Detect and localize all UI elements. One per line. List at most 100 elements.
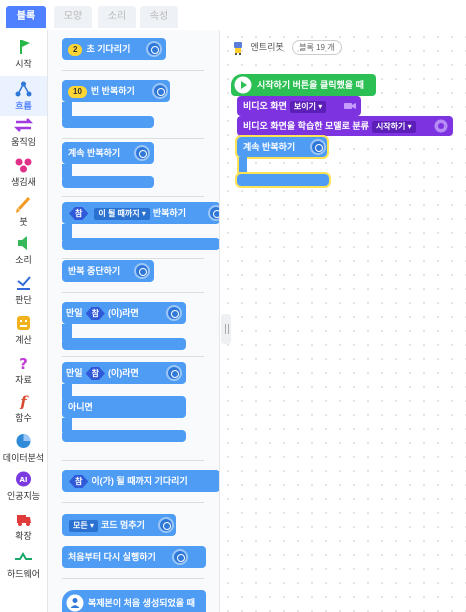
block-label: (이)라면 bbox=[107, 308, 139, 318]
category-extension[interactable]: 확장 bbox=[0, 506, 47, 546]
flow-icon bbox=[166, 365, 182, 381]
block-label: 코드 멈추기 bbox=[100, 520, 145, 530]
flow-icon bbox=[146, 41, 162, 57]
block-arm bbox=[62, 102, 72, 118]
block-arm bbox=[62, 324, 72, 340]
flow-icon bbox=[158, 517, 174, 533]
tab-blocks[interactable]: 블록 bbox=[6, 6, 46, 28]
block-label: 계속 반복하기 bbox=[68, 148, 121, 158]
category-ai[interactable]: AI 인공지능 bbox=[0, 466, 47, 506]
category-label: 흐름 bbox=[15, 101, 32, 111]
block-label: 이(가) 될 때까지 기다리기 bbox=[91, 476, 188, 486]
category-label: 붓 bbox=[19, 217, 28, 227]
else-segment: 아니면 bbox=[62, 396, 186, 418]
divider bbox=[62, 502, 204, 503]
category-label: 인공지능 bbox=[6, 491, 41, 501]
category-label: 데이터분석 bbox=[2, 453, 45, 463]
tab-shapes[interactable]: 모양 bbox=[54, 6, 92, 28]
until-dropdown[interactable]: 이 될 때까지 ▾ bbox=[94, 208, 150, 220]
condition-slot[interactable]: 참 bbox=[69, 207, 88, 220]
flag-icon bbox=[20, 40, 30, 54]
block-label: 비디오 화면을 학습한 모델로 분류 bbox=[243, 121, 369, 131]
forever-block[interactable]: 계속 반복하기 bbox=[62, 142, 154, 164]
flow-icon bbox=[172, 549, 188, 565]
palette-collapse-handle[interactable] bbox=[221, 314, 231, 344]
repeat-count-input[interactable]: 10 bbox=[68, 86, 87, 98]
flow-icon bbox=[208, 205, 219, 221]
clone-start-block[interactable]: 복제본이 처음 생성되었을 때 bbox=[62, 590, 206, 612]
category-brush[interactable]: 붓 bbox=[0, 192, 47, 232]
category-calc[interactable]: 계산 bbox=[0, 310, 47, 350]
tab-properties[interactable]: 속성 bbox=[140, 6, 178, 28]
block-foot bbox=[62, 430, 186, 442]
category-motion[interactable]: 움직임 bbox=[0, 112, 47, 152]
brush-icon bbox=[16, 197, 31, 213]
truck-icon bbox=[17, 515, 31, 526]
category-judgement[interactable]: 판단 bbox=[0, 270, 47, 310]
category-data[interactable]: ? 자료 bbox=[0, 350, 47, 390]
condition-slot[interactable]: 참 bbox=[86, 367, 105, 380]
flow-icon bbox=[134, 145, 150, 161]
divider bbox=[62, 138, 204, 139]
video-visibility-dropdown[interactable]: 보이기 ▾ bbox=[289, 101, 327, 113]
calc-icon bbox=[17, 316, 30, 330]
when-start-clicked-block[interactable]: 시작하기 버튼을 클릭했을 때 bbox=[231, 74, 376, 96]
classify-action-dropdown[interactable]: 시작하기 ▾ bbox=[371, 121, 416, 133]
stop-target-dropdown[interactable]: 모든 ▾ bbox=[69, 520, 98, 532]
category-flow[interactable]: 흐름 bbox=[0, 76, 47, 116]
repeat-until-block[interactable]: 참 이 될 때까지 ▾반복하기 bbox=[62, 202, 219, 224]
question-icon: ? bbox=[19, 355, 28, 371]
block-label: 아니면 bbox=[68, 402, 93, 412]
block-foot bbox=[62, 238, 219, 250]
object-name: 엔트리봇 bbox=[250, 42, 284, 52]
condition-slot[interactable]: 참 bbox=[69, 475, 88, 488]
block-arm bbox=[62, 418, 72, 432]
person-icon bbox=[66, 594, 84, 612]
tab-sounds[interactable]: 소리 bbox=[98, 6, 136, 28]
category-label: 판단 bbox=[15, 295, 32, 305]
check-icon bbox=[17, 276, 31, 290]
block-foot bbox=[62, 338, 186, 350]
divider bbox=[62, 578, 204, 579]
block-label: 반복 중단하기 bbox=[68, 266, 121, 276]
stop-code-block[interactable]: 모든 ▾코드 멈추기 bbox=[62, 514, 176, 536]
block-label: 복제본이 처음 생성되었을 때 bbox=[88, 598, 195, 608]
forever-block[interactable]: 계속 반복하기 bbox=[235, 135, 329, 159]
stop-loop-block[interactable]: 반복 중단하기 bbox=[62, 260, 154, 282]
play-icon bbox=[234, 76, 252, 94]
function-icon: f bbox=[19, 393, 29, 409]
category-start[interactable]: 시작 bbox=[0, 34, 47, 74]
flow-icon bbox=[310, 139, 326, 155]
category-label: 생김새 bbox=[11, 177, 36, 187]
category-hardware[interactable]: 하드웨어 bbox=[0, 544, 47, 584]
category-looks[interactable]: 생김새 bbox=[0, 152, 47, 192]
category-data-analysis[interactable]: 데이터분석 bbox=[0, 428, 47, 468]
block-foot bbox=[62, 176, 154, 188]
block-label: 반복하기 bbox=[152, 208, 186, 218]
category-label: 움직임 bbox=[11, 137, 36, 147]
divider bbox=[62, 356, 204, 357]
category-sound[interactable]: 소리 bbox=[0, 230, 47, 270]
condition-slot[interactable]: 참 bbox=[86, 307, 105, 320]
category-label: 하드웨어 bbox=[6, 569, 41, 579]
block-arm bbox=[237, 157, 247, 175]
category-label: 확장 bbox=[15, 531, 32, 541]
move-arrows-icon bbox=[13, 118, 34, 132]
object-header: 엔트리봇 블록 19 개 bbox=[232, 40, 342, 55]
category-function[interactable]: f 함수 bbox=[0, 388, 47, 428]
flow-icon bbox=[152, 83, 168, 99]
seconds-input[interactable]: 2 bbox=[68, 44, 83, 56]
looks-icon bbox=[15, 158, 32, 173]
ai-icon: AI bbox=[16, 471, 31, 487]
block-count-badge: 블록 19 개 bbox=[292, 40, 342, 55]
restart-block[interactable]: 처음부터 다시 실행하기 bbox=[62, 546, 206, 568]
